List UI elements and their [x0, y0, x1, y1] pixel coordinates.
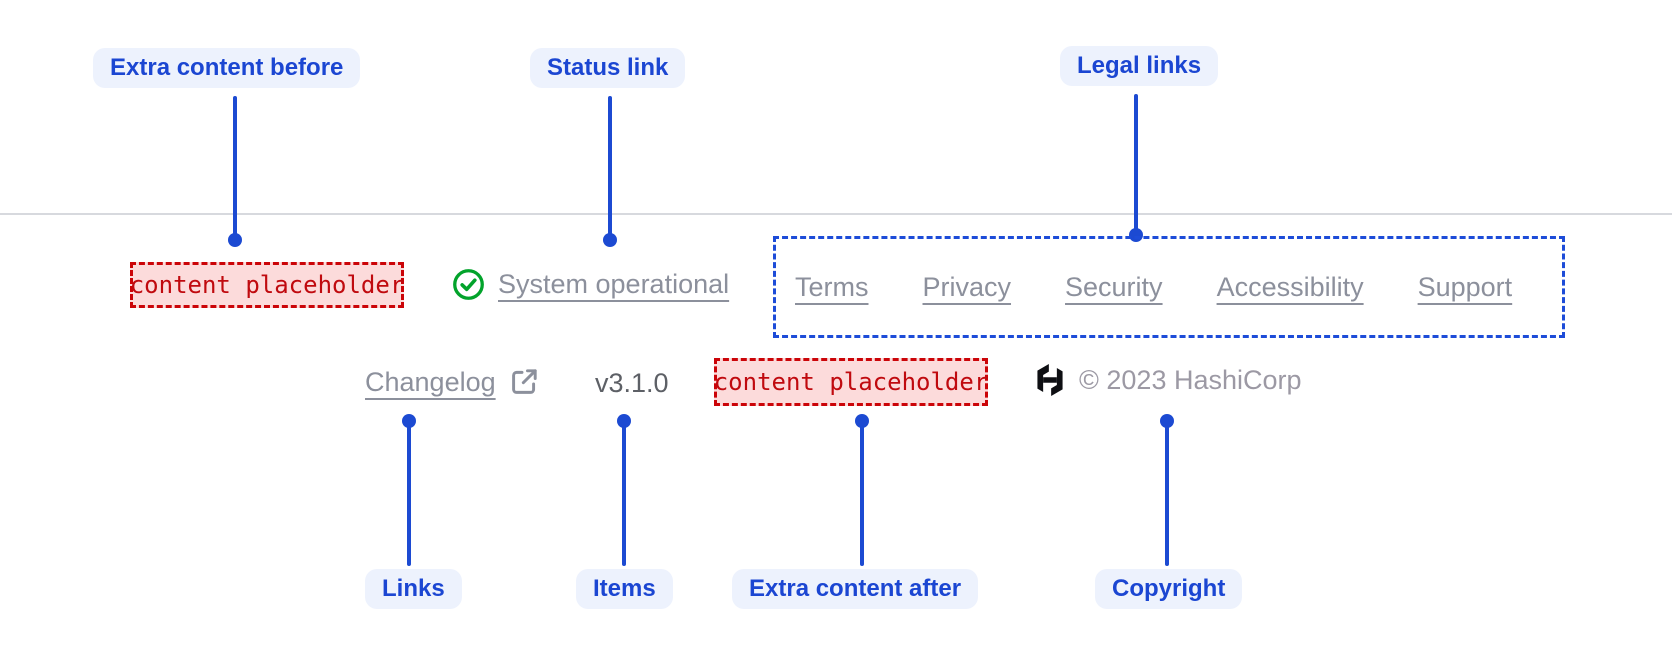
callout-status-link: Status link [530, 48, 686, 88]
callout-extra-content-before: Extra content before [93, 48, 361, 88]
extra-content-after-placeholder: content placeholder [714, 358, 988, 406]
callout-legal-links: Legal links [1060, 46, 1219, 86]
callout-dot [603, 233, 617, 247]
copyright-text: © 2023 HashiCorp [1079, 364, 1302, 395]
callout-dot [855, 414, 869, 428]
callout-dot [617, 414, 631, 428]
legal-link-security[interactable]: Security [1065, 271, 1163, 302]
callout-line [1134, 94, 1138, 230]
callout-dot [228, 233, 242, 247]
changelog-link[interactable]: Changelog [365, 365, 540, 399]
callout-line [1165, 424, 1169, 566]
callout-copyright: Copyright [1095, 569, 1243, 609]
callout-line [622, 424, 626, 566]
callout-extra-content-after: Extra content after [732, 569, 979, 609]
status-link[interactable]: System operational [452, 267, 729, 301]
legal-link-support[interactable]: Support [1417, 271, 1513, 302]
external-link-icon [508, 366, 540, 398]
callout-items: Items [576, 569, 673, 609]
callout-dot [402, 414, 416, 428]
callout-line [608, 96, 612, 238]
copyright: © 2023 HashiCorp [1036, 364, 1302, 396]
callout-line [860, 424, 864, 566]
extra-content-before-placeholder: content placeholder [130, 262, 404, 308]
status-link-label[interactable]: System operational [498, 268, 730, 299]
check-circle-icon [452, 268, 485, 301]
changelog-link-label[interactable]: Changelog [365, 366, 496, 397]
callout-links: Links [365, 569, 462, 609]
hashicorp-logo-icon [1036, 364, 1064, 396]
legal-links-group: Terms Privacy Security Accessibility Sup… [773, 236, 1565, 338]
callout-dot [1160, 414, 1174, 428]
version-item: v3.1.0 [595, 368, 669, 398]
legal-link-terms[interactable]: Terms [795, 271, 869, 302]
legal-link-accessibility[interactable]: Accessibility [1216, 271, 1364, 302]
footer-divider [0, 213, 1672, 215]
callout-line [233, 96, 237, 238]
callout-line [407, 424, 411, 566]
legal-link-privacy[interactable]: Privacy [922, 271, 1012, 302]
